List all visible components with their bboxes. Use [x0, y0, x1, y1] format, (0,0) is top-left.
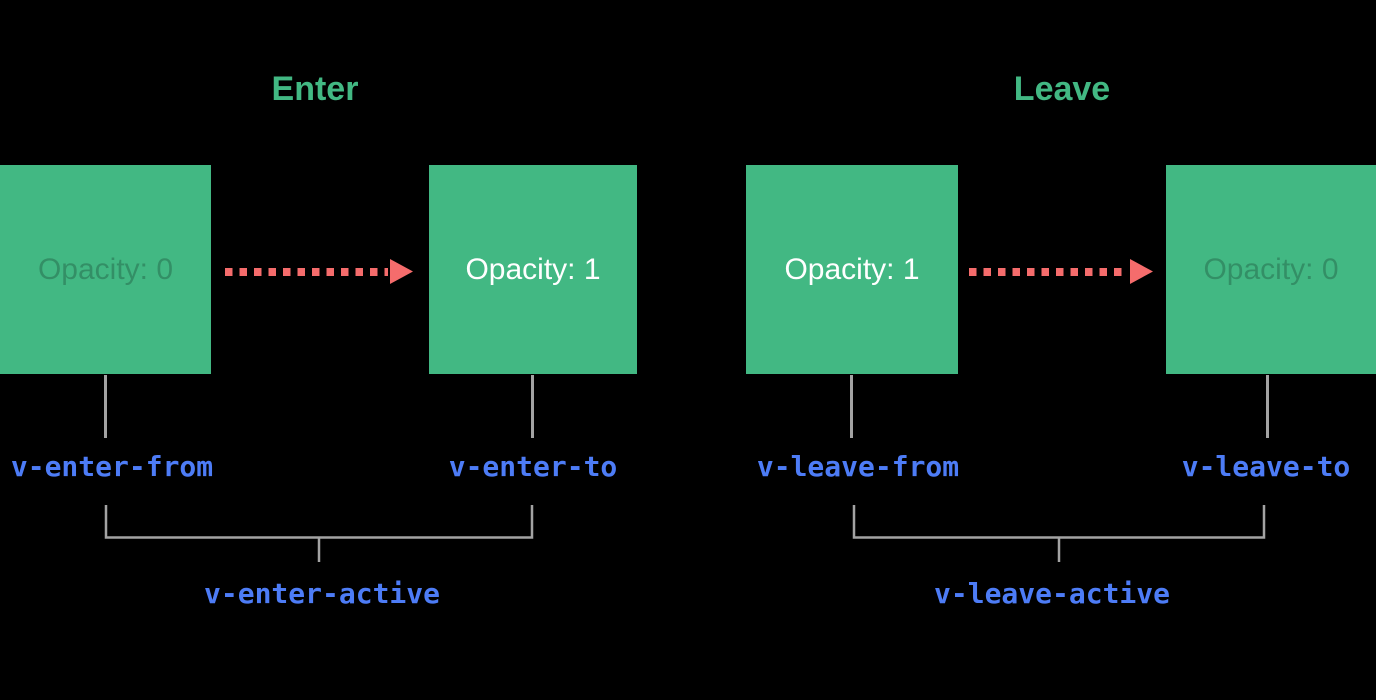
leave-to-state-box: Opacity: 0 — [1166, 165, 1376, 374]
leave-from-opacity-text: Opacity: 1 — [784, 252, 920, 286]
enter-section-title: Enter — [271, 70, 359, 108]
dashed-arrow-right-icon — [225, 259, 413, 284]
leave-to-opacity-text: Opacity: 0 — [1203, 252, 1339, 286]
v-enter-to-label: v-enter-to — [448, 450, 618, 483]
leave-from-state-box: Opacity: 1 — [746, 165, 958, 374]
leave-active-bracket — [852, 505, 1266, 562]
leave-section-title: Leave — [1013, 70, 1111, 108]
enter-active-bracket — [104, 505, 534, 562]
v-leave-active-label: v-leave-active — [933, 577, 1171, 610]
v-leave-to-label: v-leave-to — [1181, 450, 1351, 483]
enter-to-state-box: Opacity: 1 — [429, 165, 637, 374]
v-leave-from-label: v-leave-from — [756, 450, 960, 483]
v-enter-active-label: v-enter-active — [203, 577, 441, 610]
dashed-arrow-right-icon — [969, 259, 1153, 284]
enter-from-state-box: Opacity: 0 — [0, 165, 211, 374]
enter-to-opacity-text: Opacity: 1 — [465, 252, 601, 286]
enter-from-opacity-text: Opacity: 0 — [37, 252, 174, 286]
v-enter-from-label: v-enter-from — [10, 450, 214, 483]
